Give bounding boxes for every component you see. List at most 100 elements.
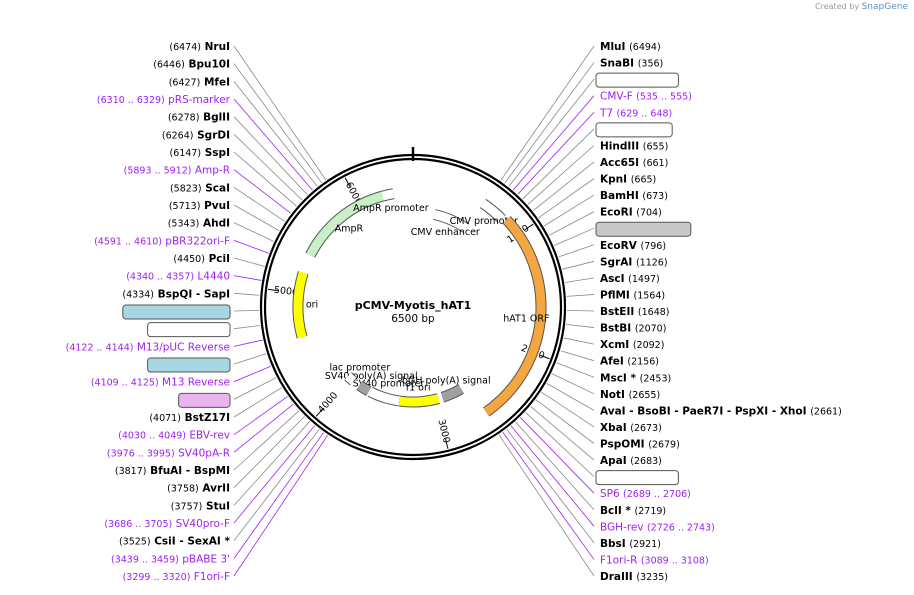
site-position: (2453) <box>640 373 672 384</box>
site-label: Acc65I (661) <box>600 157 668 169</box>
site-label: PspOMI (2679) <box>600 439 680 451</box>
feature-box <box>595 72 679 88</box>
site-name: M13/pUC Reverse <box>137 341 230 353</box>
site-position: (2661) <box>810 406 842 417</box>
leader-line <box>560 350 595 362</box>
site-position: (3525) <box>119 537 151 548</box>
feature-box <box>595 221 692 237</box>
credit-prefix: Created by <box>815 2 860 11</box>
site-label: (3299 .. 3320) F1ori-F <box>123 571 230 583</box>
site-position: (1648) <box>638 307 670 318</box>
leader-line <box>233 421 311 506</box>
leader-line <box>233 387 283 418</box>
site-label: CMV-F (535 .. 555) <box>600 91 692 103</box>
feature-box <box>595 470 679 486</box>
site-position: (1497) <box>628 274 660 285</box>
scale-tick-label: 5000 <box>273 285 298 299</box>
site-label: (4340 .. 4357) L4440 <box>126 271 230 283</box>
site-label: SgrAI (1126) <box>600 256 668 268</box>
site-label: ApaI (2683) <box>600 455 662 467</box>
site-name: PvuI <box>204 200 230 212</box>
feature-label: bGH poly(A) signal <box>402 375 491 386</box>
site-position: (629 .. 648) <box>616 108 672 119</box>
site-name: L4440 <box>197 271 230 283</box>
label-leader-lines <box>233 45 595 577</box>
feature-label: CMV enhancer <box>411 227 480 238</box>
site-label: (3817) BfuAI - BspMI <box>115 465 230 477</box>
site-name: Acc65I <box>600 157 639 169</box>
feature-label: f1 ori <box>406 382 431 393</box>
leader-line <box>549 211 595 236</box>
feature-label: lac promoter <box>329 363 390 374</box>
leader-line <box>233 425 316 524</box>
site-position: (535 .. 555) <box>636 92 692 103</box>
leader-line <box>527 145 595 205</box>
site-position: (3089 .. 3108) <box>641 555 709 566</box>
site-label: (4109 .. 4125) M13 Reverse <box>91 377 230 389</box>
leader-line <box>233 116 308 196</box>
site-name: pBR322ori-F <box>165 235 230 247</box>
site-position: (6310 .. 6329) <box>97 95 165 106</box>
site-position: (3758) <box>167 484 199 495</box>
site-name: Amp-R <box>195 165 230 177</box>
site-name: AhdI <box>203 218 230 230</box>
site-name: BstZ17I <box>185 412 230 424</box>
site-name: HindIII <box>600 140 639 152</box>
site-label: (3439 .. 3459) pBABE 3' <box>111 553 230 565</box>
site-name: MfeI <box>204 76 230 88</box>
leader-line <box>233 292 260 296</box>
leader-line <box>541 391 595 428</box>
site-name: SspI <box>205 147 230 159</box>
site-label: (3758) AvrII <box>167 483 230 495</box>
feature-ampr <box>306 191 384 258</box>
site-label: (6278) BglII <box>168 112 230 124</box>
feature-box <box>595 122 673 138</box>
site-name: BamHI <box>600 190 639 202</box>
site-label: BstEII (1648) <box>600 306 670 318</box>
feature-label: SV40 poly(A) signal <box>325 371 418 382</box>
site-position: (3817) <box>115 466 147 477</box>
scale-tick-label: 3000 <box>435 418 451 444</box>
leader-line <box>546 383 595 411</box>
feature-cmv-enhancer <box>433 210 469 233</box>
feature-sv40-promoter <box>368 387 400 406</box>
leader-line <box>233 310 260 312</box>
site-name: M13 Reverse <box>162 377 230 389</box>
site-label: F1ori-R (3089 .. 3108) <box>600 554 709 566</box>
site-name: KpnI <box>600 174 627 186</box>
site-label: HindIII (655) <box>600 140 668 152</box>
leader-line <box>558 244 595 258</box>
site-label: (5893 .. 5912) Amp-R <box>124 165 230 177</box>
site-label: T7 (629 .. 648) <box>599 107 672 119</box>
site-label: SnaBI (356) <box>600 58 663 70</box>
leader-line <box>525 412 595 477</box>
scale-tick <box>315 408 324 417</box>
site-label: (6427) MfeI <box>169 76 230 88</box>
site-label: (4071) BstZ17I <box>149 412 230 424</box>
feature-ampr-promoter <box>381 189 395 201</box>
site-name: XbaI <box>600 422 627 434</box>
leader-line <box>564 277 595 283</box>
scale-tick <box>344 177 351 187</box>
leader-line <box>498 434 595 577</box>
site-name: ScaI <box>205 182 230 194</box>
leader-line <box>563 337 595 345</box>
site-label: (4030 .. 4049) EBV-rev <box>118 430 230 442</box>
site-position: (673) <box>642 191 668 202</box>
site-position: (2673) <box>630 423 662 434</box>
site-name: ApaI <box>600 455 627 467</box>
site-position: (5823) <box>170 183 202 194</box>
leader-line <box>233 169 292 214</box>
snapgene-credit: Created by SnapGene <box>815 2 908 12</box>
site-label: MscI * (2453) <box>600 372 671 384</box>
leader-line <box>233 151 297 207</box>
feature-hat1-orf <box>483 216 546 416</box>
feature-lac-promoter <box>344 372 357 385</box>
site-label: DraIII (3235) <box>600 571 668 583</box>
site-label: (4450) PciI <box>173 253 230 265</box>
site-position: (665) <box>631 175 657 186</box>
site-name: XcmI <box>600 339 629 351</box>
leader-line <box>233 187 286 222</box>
